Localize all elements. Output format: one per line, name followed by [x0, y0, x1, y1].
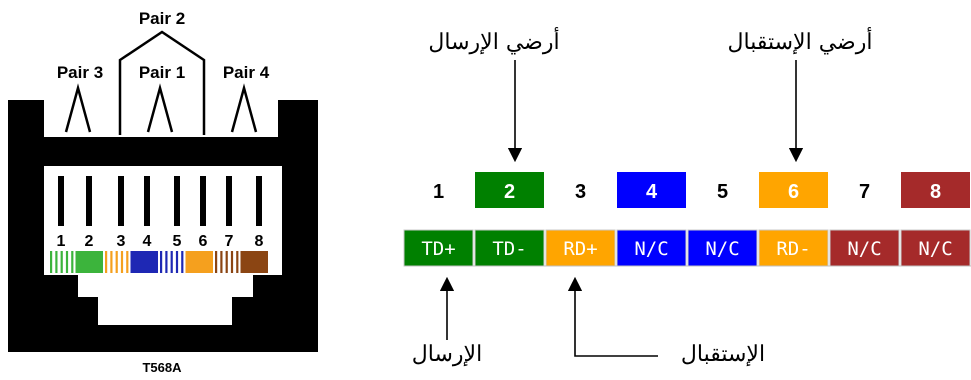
- wire-stripe: [115, 251, 118, 273]
- pin-number-text-8: 8: [930, 181, 941, 203]
- signal-text-3: RD+: [563, 238, 597, 260]
- wire-stripe: [215, 251, 218, 273]
- wire-stripe: [71, 251, 74, 273]
- pin-number-text-6: 6: [788, 181, 799, 203]
- signal-cell-7: [829, 229, 900, 267]
- pin-number-text-5: 5: [717, 181, 728, 203]
- pin-number-cell-3: [546, 172, 615, 208]
- signal-text-8: N/C: [918, 238, 952, 260]
- wire-stripe: [105, 251, 108, 273]
- wire-stripe: [170, 251, 173, 273]
- pair-4-label: Pair 4: [223, 63, 270, 82]
- pin-number-text-7: 7: [859, 181, 870, 203]
- wire-color-strip: [48, 251, 268, 273]
- wire-stripe: [110, 251, 113, 273]
- signal-text-2: TD-: [492, 238, 526, 260]
- rx-annotation: الإستقبال: [680, 342, 766, 367]
- signal-text-6: RD-: [776, 238, 810, 260]
- pin-number-text-3: 3: [575, 181, 586, 203]
- pin-number-cell-7: [830, 172, 899, 208]
- jack-contact-pin-4: [144, 176, 150, 226]
- wire-stripe: [230, 251, 234, 273]
- jack-pin-number-5: 5: [173, 233, 182, 250]
- signal-cell-1: [403, 229, 474, 267]
- jack-pin-number-6: 6: [199, 233, 208, 250]
- jack-pin-number-2: 2: [85, 233, 94, 250]
- pin-number-cell-4: [617, 172, 686, 208]
- pin-number-cell-1: [404, 172, 473, 208]
- pin-number-text-1: 1: [433, 181, 444, 203]
- wire-stripe: [55, 251, 58, 273]
- wire-stripe: [181, 251, 184, 273]
- jack-cavity: [44, 166, 282, 325]
- wire-segment-8: [240, 251, 268, 273]
- signal-cell-5: [687, 229, 758, 267]
- jack-contact-pin-1: [58, 176, 64, 226]
- pair-3-label: Pair 3: [57, 63, 103, 82]
- pair-4-chevron: [230, 83, 258, 133]
- wire-segment-4: [130, 251, 158, 273]
- signal-text-4: N/C: [634, 238, 668, 260]
- jack-contact-pin-3: [118, 176, 124, 226]
- wire-stripe: [160, 251, 163, 273]
- pin-number-cell-2: [475, 172, 544, 208]
- rx-ground-annotation: أرضي الإستقبال: [727, 30, 873, 55]
- tx-ground-annotation: أرضي الإرسال: [428, 30, 560, 55]
- pair-1-label: Pair 1: [139, 63, 185, 82]
- jack-contact-pin-7: [226, 176, 232, 226]
- pair-3-chevron: [64, 83, 92, 133]
- contact-pins: [58, 176, 262, 226]
- wire-stripe: [220, 251, 223, 273]
- pair-1-chevron: [146, 83, 174, 133]
- signal-cell-2: [474, 229, 545, 267]
- wire-stripe: [120, 251, 124, 273]
- signal-text-1: TD+: [421, 238, 455, 260]
- rj45-jack-diagram: Pair 2 Pair 3 Pair 1 Pair 4 1 2 3 4 5 6 …: [8, 9, 318, 375]
- jack-pin-number-7: 7: [225, 233, 234, 250]
- jack-pin-number-1: 1: [57, 233, 66, 250]
- pair-2-bracket: [118, 30, 206, 135]
- signal-cell-8: [900, 229, 971, 267]
- wire-stripe: [175, 251, 179, 273]
- pin-number-text-2: 2: [504, 181, 515, 203]
- wire-stripe: [236, 251, 239, 273]
- pin-number-text-4: 4: [646, 181, 658, 203]
- pin-number-cell-6: [759, 172, 828, 208]
- rx-arrow: [567, 276, 658, 357]
- signal-text-7: N/C: [847, 238, 881, 260]
- jack-pin-number-8: 8: [255, 233, 264, 250]
- jack-contact-pin-2: [86, 176, 92, 226]
- pin-number-cell-5: [688, 172, 757, 208]
- signal-row: TD+ TD- RD+ N/C N/C RD- N/C N/C: [403, 229, 971, 267]
- wire-stripe: [126, 251, 129, 273]
- wire-segment-2: [75, 251, 103, 273]
- pin-number-row: 1 2 3 4 5 6 7 8: [404, 172, 970, 208]
- jack-pin-number-4: 4: [143, 233, 152, 250]
- jack-contact-pin-5: [174, 176, 180, 226]
- pair-lines: [64, 30, 258, 135]
- jack-contact-pin-6: [200, 176, 206, 226]
- pin-numbers: 1 2 3 4 5 6 7 8: [57, 233, 264, 250]
- jack-pin-number-3: 3: [117, 233, 126, 250]
- tx-annotation: الإرسال: [411, 342, 483, 367]
- wire-segment-6: [185, 251, 213, 273]
- standard-label: T568A: [142, 360, 182, 375]
- jack-contact-pin-8: [256, 176, 262, 226]
- pair-2-label: Pair 2: [139, 9, 185, 28]
- signal-cell-6: [758, 229, 829, 267]
- wire-stripe: [165, 251, 168, 273]
- wire-stripe: [225, 251, 228, 273]
- pin-number-cell-8: [901, 172, 970, 208]
- signal-text-5: N/C: [705, 238, 739, 260]
- arrows: [439, 60, 804, 357]
- wire-stripe: [60, 251, 63, 273]
- signal-cell-3: [545, 229, 616, 267]
- wire-stripe: [65, 251, 69, 273]
- signal-cell-4: [616, 229, 687, 267]
- wire-stripe: [50, 251, 53, 273]
